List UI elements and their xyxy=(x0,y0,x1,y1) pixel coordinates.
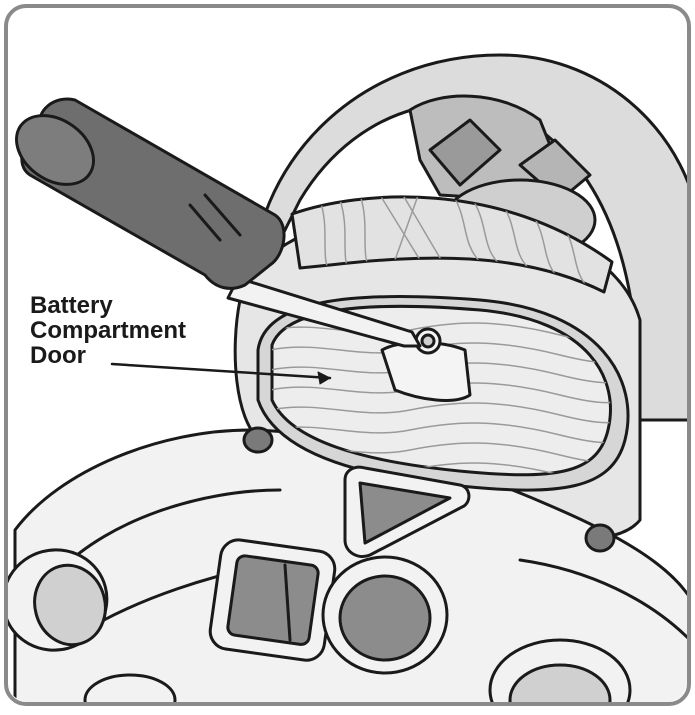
label-line-3: Door xyxy=(30,343,186,368)
label-line-1: Battery xyxy=(30,293,186,318)
label-line-2: Compartment xyxy=(30,318,186,343)
battery-compartment-door-label: Battery Compartment Door xyxy=(30,293,186,368)
screw-icon xyxy=(416,329,440,353)
